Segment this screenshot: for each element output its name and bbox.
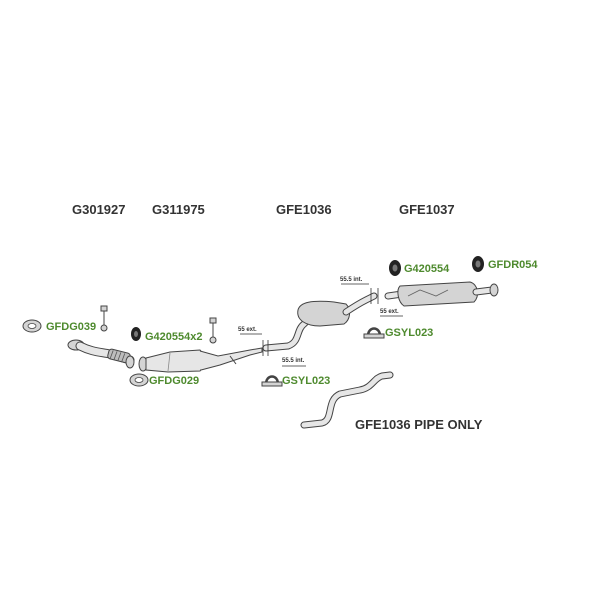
gasket-icon [22,319,42,333]
accessory-label-gfdg029: GFDG029 [149,375,199,387]
part-number-gfe1036: GFE1036 [276,202,332,217]
accessory-label-gfdg039: GFDG039 [46,321,96,333]
gfe1036-pipe-only [300,371,394,429]
rear-silencer [384,281,499,307]
accessory-label-gsyl023: GSYL023 [385,327,433,339]
centre-silencer [262,292,378,352]
rubber-mount-icon [131,327,141,341]
dimension-label: 55.5 int. [340,277,363,283]
accessory-label-g420554x2: G420554x2 [145,331,203,343]
accessory-label-gsyl023: GSYL023 [282,375,330,387]
accessory-label-gfdr054: GFDR054 [488,259,538,271]
dimension-label: 55.5 int. [282,358,305,364]
part-number-g301927: G301927 [72,202,126,217]
catalytic-converter [138,317,263,373]
front-pipe [67,305,135,369]
gasket-icon [129,373,149,387]
clamp-icon [261,375,283,387]
clamp-icon [363,327,385,339]
dimension-label: 55 ext. [380,309,399,315]
dimension-label: 55 ext. [238,327,257,333]
accessory-label-g420554: G420554 [404,263,450,275]
part-number-gfe1037: GFE1037 [399,202,455,217]
rubber-mount-icon [389,260,401,276]
rubber-mount-icon [472,256,484,272]
dimension-marker [240,283,403,367]
part-number-g311975: G311975 [152,202,205,217]
pipe-only-label: GFE1036 PIPE ONLY [355,417,483,432]
